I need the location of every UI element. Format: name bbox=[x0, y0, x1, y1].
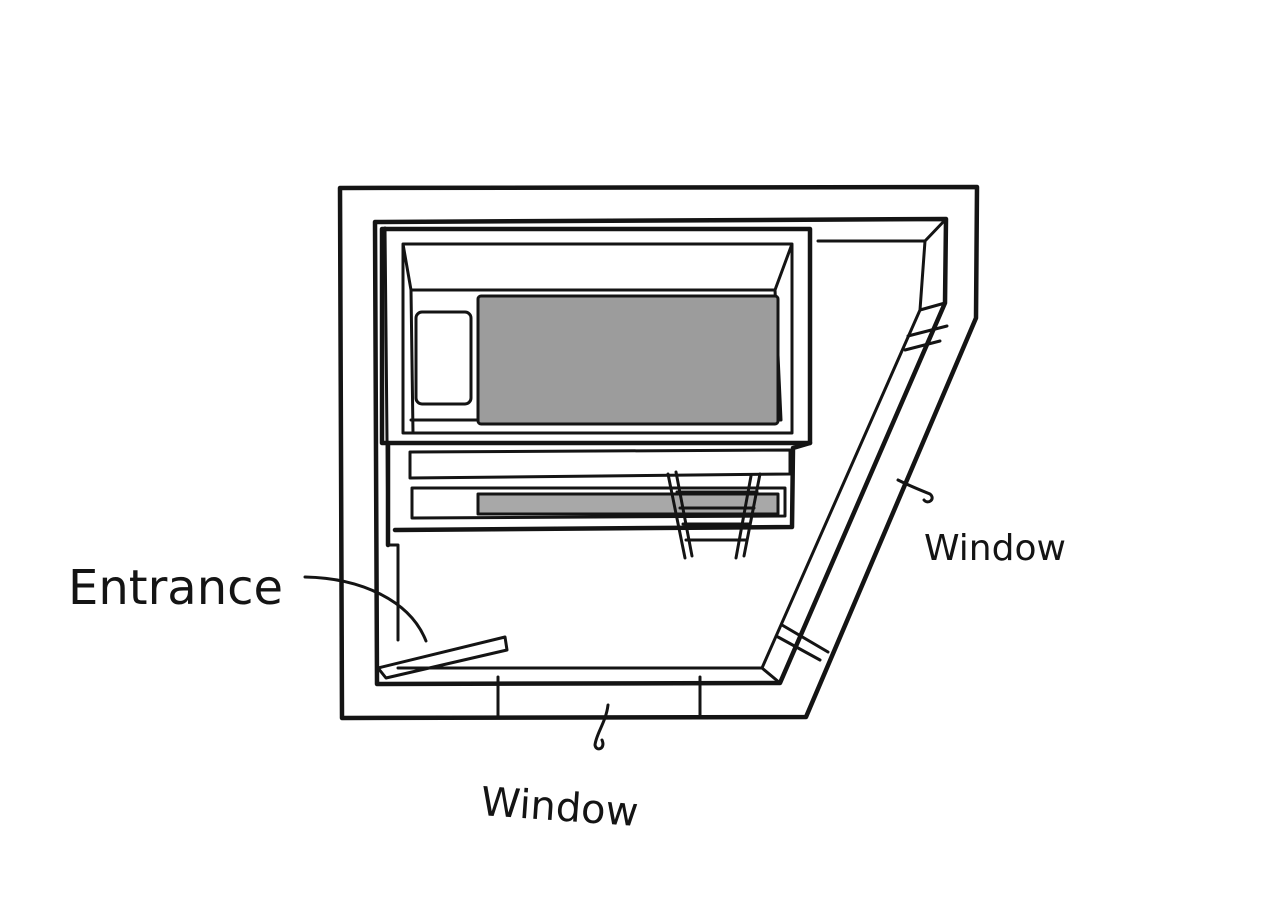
inner-wall bbox=[372, 216, 949, 687]
inner-wall-depth bbox=[383, 217, 948, 685]
entrance-door bbox=[376, 635, 509, 680]
bunk-bed bbox=[379, 226, 813, 560]
entrance-label: Entrance bbox=[68, 560, 283, 616]
right-window-label: Window bbox=[924, 528, 1066, 569]
right-window-leader bbox=[896, 478, 934, 504]
upper-mattress bbox=[476, 294, 780, 426]
lower-mattress bbox=[476, 492, 780, 516]
right-window-frame bbox=[776, 324, 949, 662]
bottom-window-leader bbox=[593, 703, 610, 751]
lower-bunk-frame bbox=[385, 440, 813, 548]
lower-bunk-rails bbox=[408, 448, 792, 520]
bottom-window-frame bbox=[496, 675, 702, 718]
entrance-leader bbox=[303, 575, 428, 643]
pillow bbox=[414, 310, 473, 406]
bottom-window-label: Window bbox=[479, 779, 640, 836]
ladder bbox=[666, 470, 762, 560]
outer-wall bbox=[337, 184, 980, 721]
